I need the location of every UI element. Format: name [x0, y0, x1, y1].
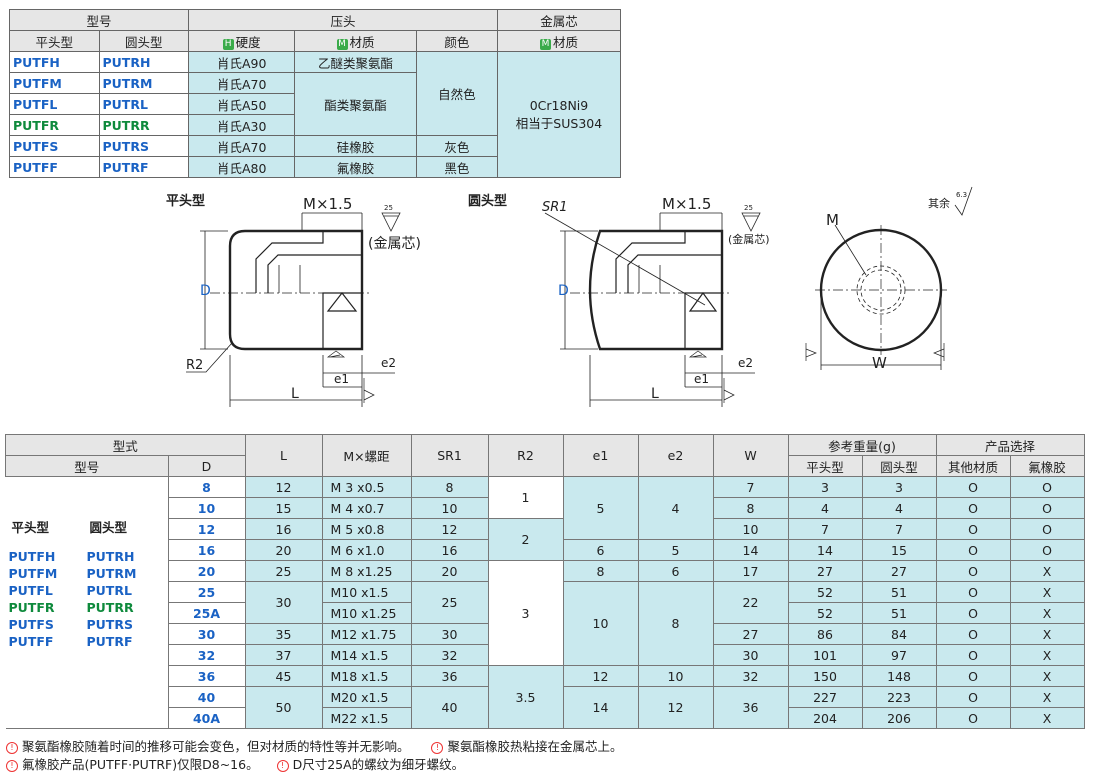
table-row: 25A M10 x1.25 52 51 O X — [6, 602, 1085, 624]
table-row: 40A M22 x1.5 204 206 O X — [6, 707, 1085, 729]
w-label: W — [872, 354, 887, 372]
hdr-type-form: 型式 — [5, 434, 246, 456]
round-head-drawing — [544, 212, 761, 407]
hdr-metal-core: 金属芯 — [497, 9, 621, 31]
flat-rough-label: 25 — [384, 204, 393, 212]
technical-drawing: 平头型 圆头型 M×1.5 M×1.5 (金属芯) (金属芯) D D L L … — [166, 186, 973, 407]
round-e1-label: e1 — [694, 372, 709, 386]
round-rough-label: 25 — [744, 204, 753, 212]
info-icon: ! — [6, 742, 18, 754]
hdr-selection: 产品选择 — [935, 434, 1085, 456]
table-row: 16 20 M 6 x1.0 16 6 5 14 14 15 O O — [6, 539, 1085, 561]
round-core-label: (金属芯) — [728, 232, 770, 246]
hdr-weight-round: 圆头型 — [861, 455, 937, 477]
table-row: PUTFF PUTRF 肖氏A80 氟橡胶 黑色 — [9, 156, 621, 178]
rough-63-label: 6.3 — [956, 191, 967, 199]
flat-head-drawing — [186, 212, 401, 407]
note-line-1: !聚氨酯橡胶随着时间的推移可能会变色，但对材质的特性等并无影响。 !聚氨酯橡胶热… — [6, 736, 623, 755]
side-view-drawing — [805, 186, 973, 370]
hdr-l: L — [244, 434, 323, 477]
hdr-r2: R2 — [487, 434, 564, 477]
hdr-sel-fluoro: 氟橡胶 — [1009, 455, 1085, 477]
table-row: PUTFR PUTRR 肖氏A30 — [9, 114, 621, 136]
sr1-label: SR1 — [542, 200, 568, 215]
table-row: 30 35 M12 x1.75 30 27 86 84 O X — [6, 623, 1085, 645]
hdr-round: 圆头型 — [98, 30, 189, 52]
table-row: 32 37 M14 x1.5 32 30 101 97 O X — [6, 644, 1085, 666]
hdr-w: W — [712, 434, 789, 477]
flat-type-title: 平头型 — [166, 193, 205, 209]
others-label: 其余 — [928, 196, 950, 210]
table-row: PUTFS PUTRS 肖氏A70 硅橡胶 灰色 — [9, 135, 621, 157]
hdr-sr1: SR1 — [410, 434, 489, 477]
flat-e2-label: e2 — [381, 356, 396, 370]
m-badge-icon: M — [336, 38, 348, 50]
hdr-head: 压头 — [188, 9, 498, 31]
h-badge-icon: H — [222, 38, 234, 50]
round-thread-label: M×1.5 — [662, 195, 711, 213]
r2-label: R2 — [186, 358, 203, 373]
flat-thread-label: M×1.5 — [303, 195, 352, 213]
round-e2-label: e2 — [738, 356, 753, 370]
m-badge-icon: M — [539, 38, 551, 50]
hdr-m: M×螺距 — [321, 434, 412, 477]
hdr-weight: 参考重量(g) — [787, 434, 937, 456]
table-row: 36 45 M18 x1.5 36 3.5 12 10 32 150 148 O… — [6, 665, 1085, 729]
table-row: 10 15 M 4 x0.7 10 8 4 4 O O — [6, 497, 1085, 519]
hdr-sel-other: 其他材质 — [935, 455, 1011, 477]
hdr-weight-flat: 平头型 — [787, 455, 863, 477]
hdr-flat: 平头型 — [9, 30, 100, 52]
m-label: M — [826, 211, 839, 229]
table-row: PUTFM PUTRM 肖氏A70 酯类聚氨酯 — [9, 72, 621, 136]
table-row: 20 25 M 8 x1.25 20 3 8 6 17 27 27 O X — [6, 560, 1085, 666]
hdr-d: D — [167, 455, 246, 477]
flat-l-label: L — [291, 386, 299, 402]
note-line-2: !氟橡胶产品(PUTFF·PUTRF)仅限D8~16。 !D尺寸25A的螺纹为细… — [6, 754, 464, 773]
flat-e1-label: e1 — [334, 372, 349, 386]
hdr-e1: e1 — [562, 434, 639, 477]
hdr-color: 颜色 — [415, 30, 499, 52]
hdr-type: 型号 — [5, 455, 169, 477]
table-row: 12 16 M 5 x0.8 12 2 10 7 7 O O — [6, 518, 1085, 561]
round-type-title: 圆头型 — [468, 193, 507, 209]
round-d-label: D — [558, 283, 569, 299]
info-icon: ! — [6, 760, 18, 772]
hdr-model: 型号 — [9, 9, 189, 31]
round-l-label: L — [651, 386, 659, 402]
info-icon: ! — [276, 760, 289, 772]
hdr-e2: e2 — [637, 434, 714, 477]
flat-d-label: D — [200, 283, 211, 299]
spec-table: 型式 L M×螺距 SR1 R2 e1 e2 W 参考重量(g) 产品选择 型号… — [5, 434, 1085, 729]
flat-core-label: (金属芯) — [368, 236, 421, 252]
info-icon: ! — [431, 742, 444, 754]
